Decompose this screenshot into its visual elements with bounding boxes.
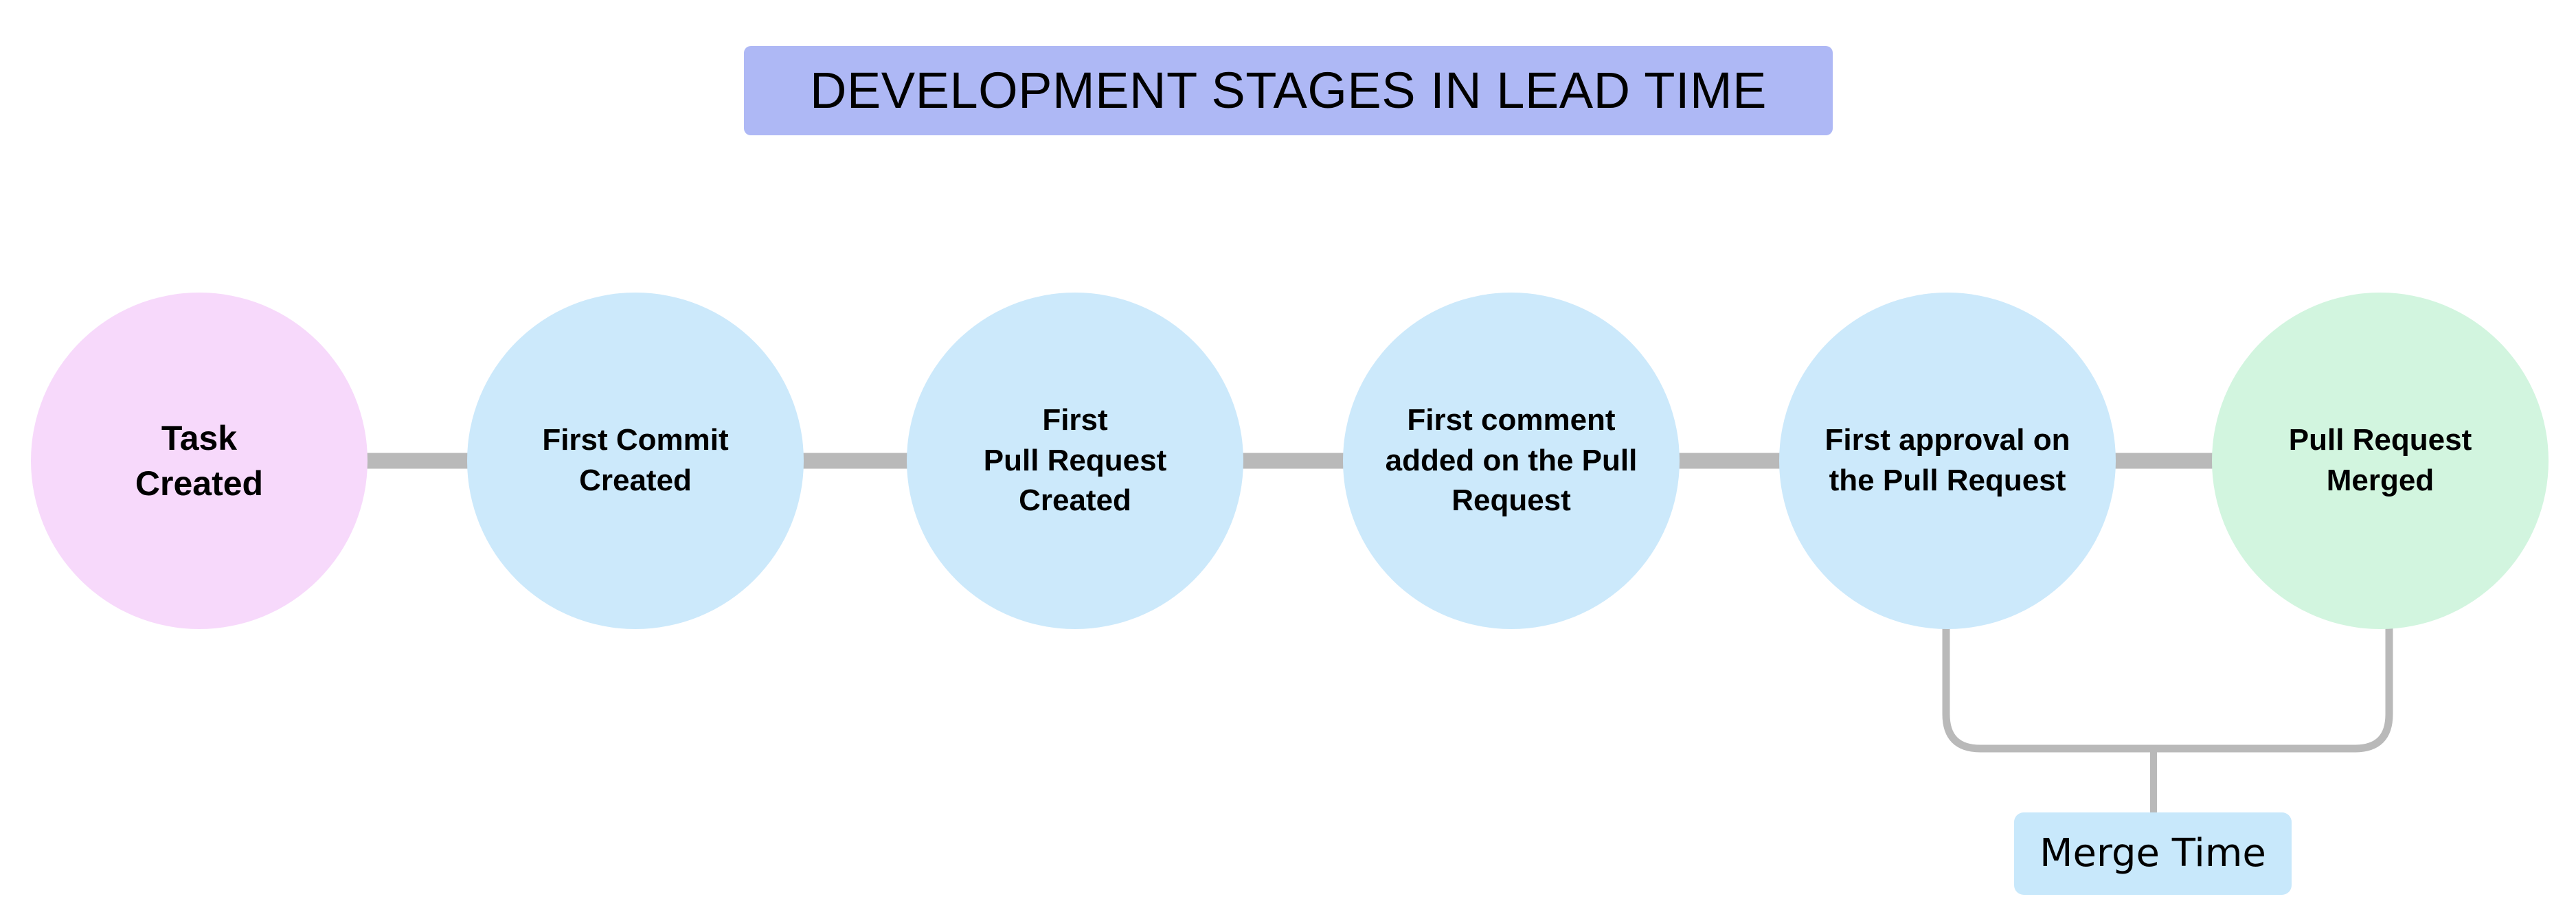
stage-node-first-commit-created[interactable]: First Commit Created bbox=[467, 293, 804, 629]
merge-time-bracket bbox=[1942, 626, 2393, 753]
stage-node-first-approval[interactable]: First approval on the Pull Request bbox=[1779, 293, 2116, 629]
stage-node-label: First comment added on the Pull Request bbox=[1385, 403, 1638, 518]
stage-node-label: First Pull Request Created bbox=[983, 403, 1167, 518]
stage-node-label: First approval on the Pull Request bbox=[1824, 423, 2070, 497]
merge-time-callout[interactable]: Merge Time bbox=[2014, 812, 2292, 895]
stage-node-label: First Commit Created bbox=[542, 423, 729, 497]
merge-time-label: Merge Time bbox=[2040, 831, 2266, 876]
stage-node-first-pull-request-created[interactable]: First Pull Request Created bbox=[907, 293, 1243, 629]
stage-node-task-created[interactable]: Task Created bbox=[31, 293, 368, 629]
page-title: DEVELOPMENT STAGES IN LEAD TIME bbox=[809, 62, 1767, 119]
stage-node-label: Task Created bbox=[135, 418, 264, 503]
stage-node-label: Pull Request Merged bbox=[2288, 423, 2472, 497]
stage-node-first-comment-added[interactable]: First comment added on the Pull Request bbox=[1343, 293, 1680, 629]
page-title-banner: DEVELOPMENT STAGES IN LEAD TIME bbox=[744, 46, 1833, 135]
stage-node-pull-request-merged[interactable]: Pull Request Merged bbox=[2212, 293, 2549, 629]
